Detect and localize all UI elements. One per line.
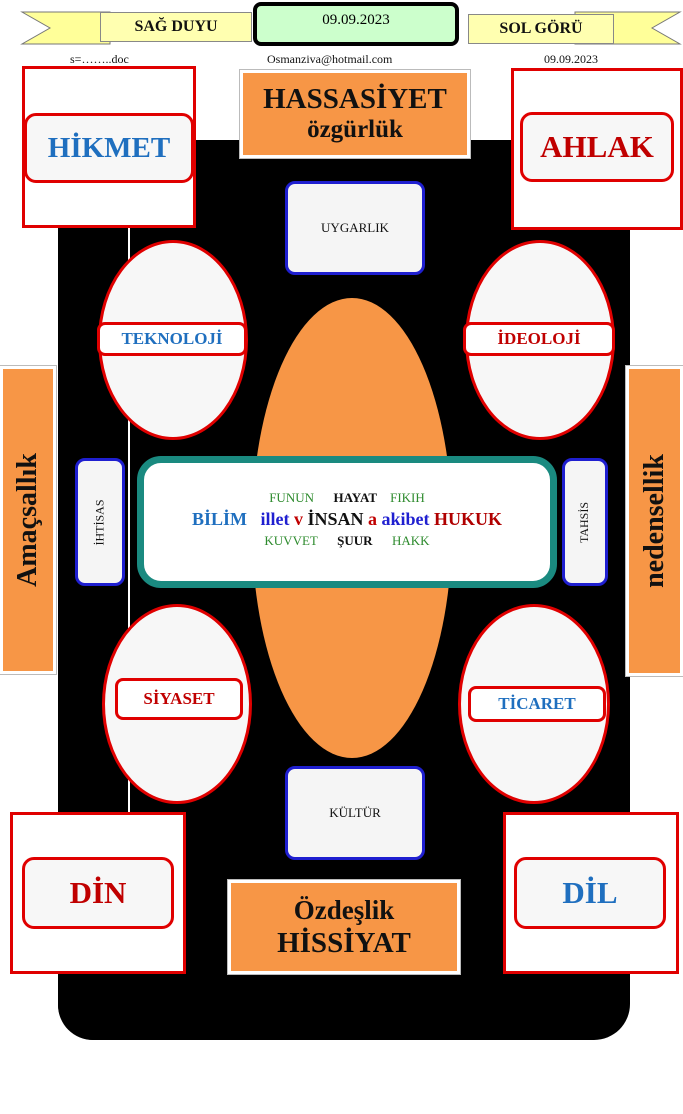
center-row-1: FUNUN HAYAT FIKIH bbox=[144, 490, 550, 506]
nedensellik-label: nedensellik bbox=[638, 454, 670, 588]
uygarlik-box: UYGARLIK bbox=[285, 181, 425, 275]
hissiyat-box: Özdeşlik HİSSİYAT bbox=[228, 880, 460, 974]
ticaret-label: TİCARET bbox=[468, 686, 606, 722]
track-divider bbox=[128, 140, 130, 970]
dil-label: DİL bbox=[514, 857, 666, 929]
email: Osmanziva@hotmail.com bbox=[267, 52, 393, 66]
kultur-box: KÜLTÜR bbox=[285, 766, 425, 860]
kuvvet-label: KUVVET bbox=[264, 533, 318, 548]
ihtisas-label: İHTİSAS bbox=[92, 498, 107, 546]
hissiyat-subtitle: HİSSİYAT bbox=[277, 927, 411, 959]
hassasiyet-box: HASSASİYET özgürlük bbox=[240, 70, 470, 158]
din-label: DİN bbox=[22, 857, 174, 929]
sag-duyu-tag: SAĞ DUYU bbox=[100, 12, 252, 42]
ozgurluk-subtitle: özgürlük bbox=[307, 116, 403, 143]
amacsallik-box: Amaçsallık bbox=[0, 366, 56, 674]
hikmet-label: HİKMET bbox=[24, 113, 194, 183]
ahlak-label: AHLAK bbox=[520, 112, 674, 182]
insan-label: İNSAN bbox=[307, 509, 364, 529]
siyaset-label: SİYASET bbox=[115, 678, 243, 720]
bilim-label: BİLİM bbox=[191, 509, 247, 529]
v-label: v bbox=[293, 509, 303, 529]
akibet-label: akibet bbox=[381, 509, 430, 529]
hassasiyet-title: HASSASİYET bbox=[263, 83, 447, 115]
hukuk-label: HUKUK bbox=[434, 509, 503, 529]
a-label: a bbox=[368, 509, 377, 529]
center-row-2: BİLİM illet v İNSAN a akibet HUKUK bbox=[144, 509, 550, 530]
illet-label: illet bbox=[260, 509, 290, 529]
file-name: s=……..doc bbox=[70, 52, 129, 66]
hayat-label: HAYAT bbox=[333, 490, 378, 505]
nedensellik-box: nedensellik bbox=[626, 366, 683, 676]
ihtisas-box: İHTİSAS bbox=[75, 458, 125, 586]
center-box: FUNUN HAYAT FIKIH BİLİM illet v İNSAN a … bbox=[137, 456, 557, 588]
ideoloji-label: İDEOLOJİ bbox=[463, 322, 615, 356]
teknoloji-label: TEKNOLOJİ bbox=[97, 322, 247, 356]
tahsis-label: TAHSİS bbox=[577, 501, 592, 543]
fikih-label: FIKIH bbox=[390, 490, 425, 505]
suur-label: ŞUUR bbox=[337, 533, 373, 548]
hakk-label: HAKK bbox=[392, 533, 430, 548]
header-date-right: 09.09.2023 bbox=[544, 52, 598, 66]
funun-label: FUNUN bbox=[269, 490, 314, 505]
tahsis-box: TAHSİS bbox=[562, 458, 608, 586]
sol-goru-tag: SOL GÖRÜ bbox=[468, 14, 614, 44]
header-date: 09.09.2023 bbox=[253, 2, 459, 46]
amacsallik-label: Amaçsallık bbox=[12, 453, 43, 587]
ozdeslik-title: Özdeşlik bbox=[293, 895, 395, 925]
center-row-3: KUVVET ŞUUR HAKK bbox=[144, 533, 550, 549]
